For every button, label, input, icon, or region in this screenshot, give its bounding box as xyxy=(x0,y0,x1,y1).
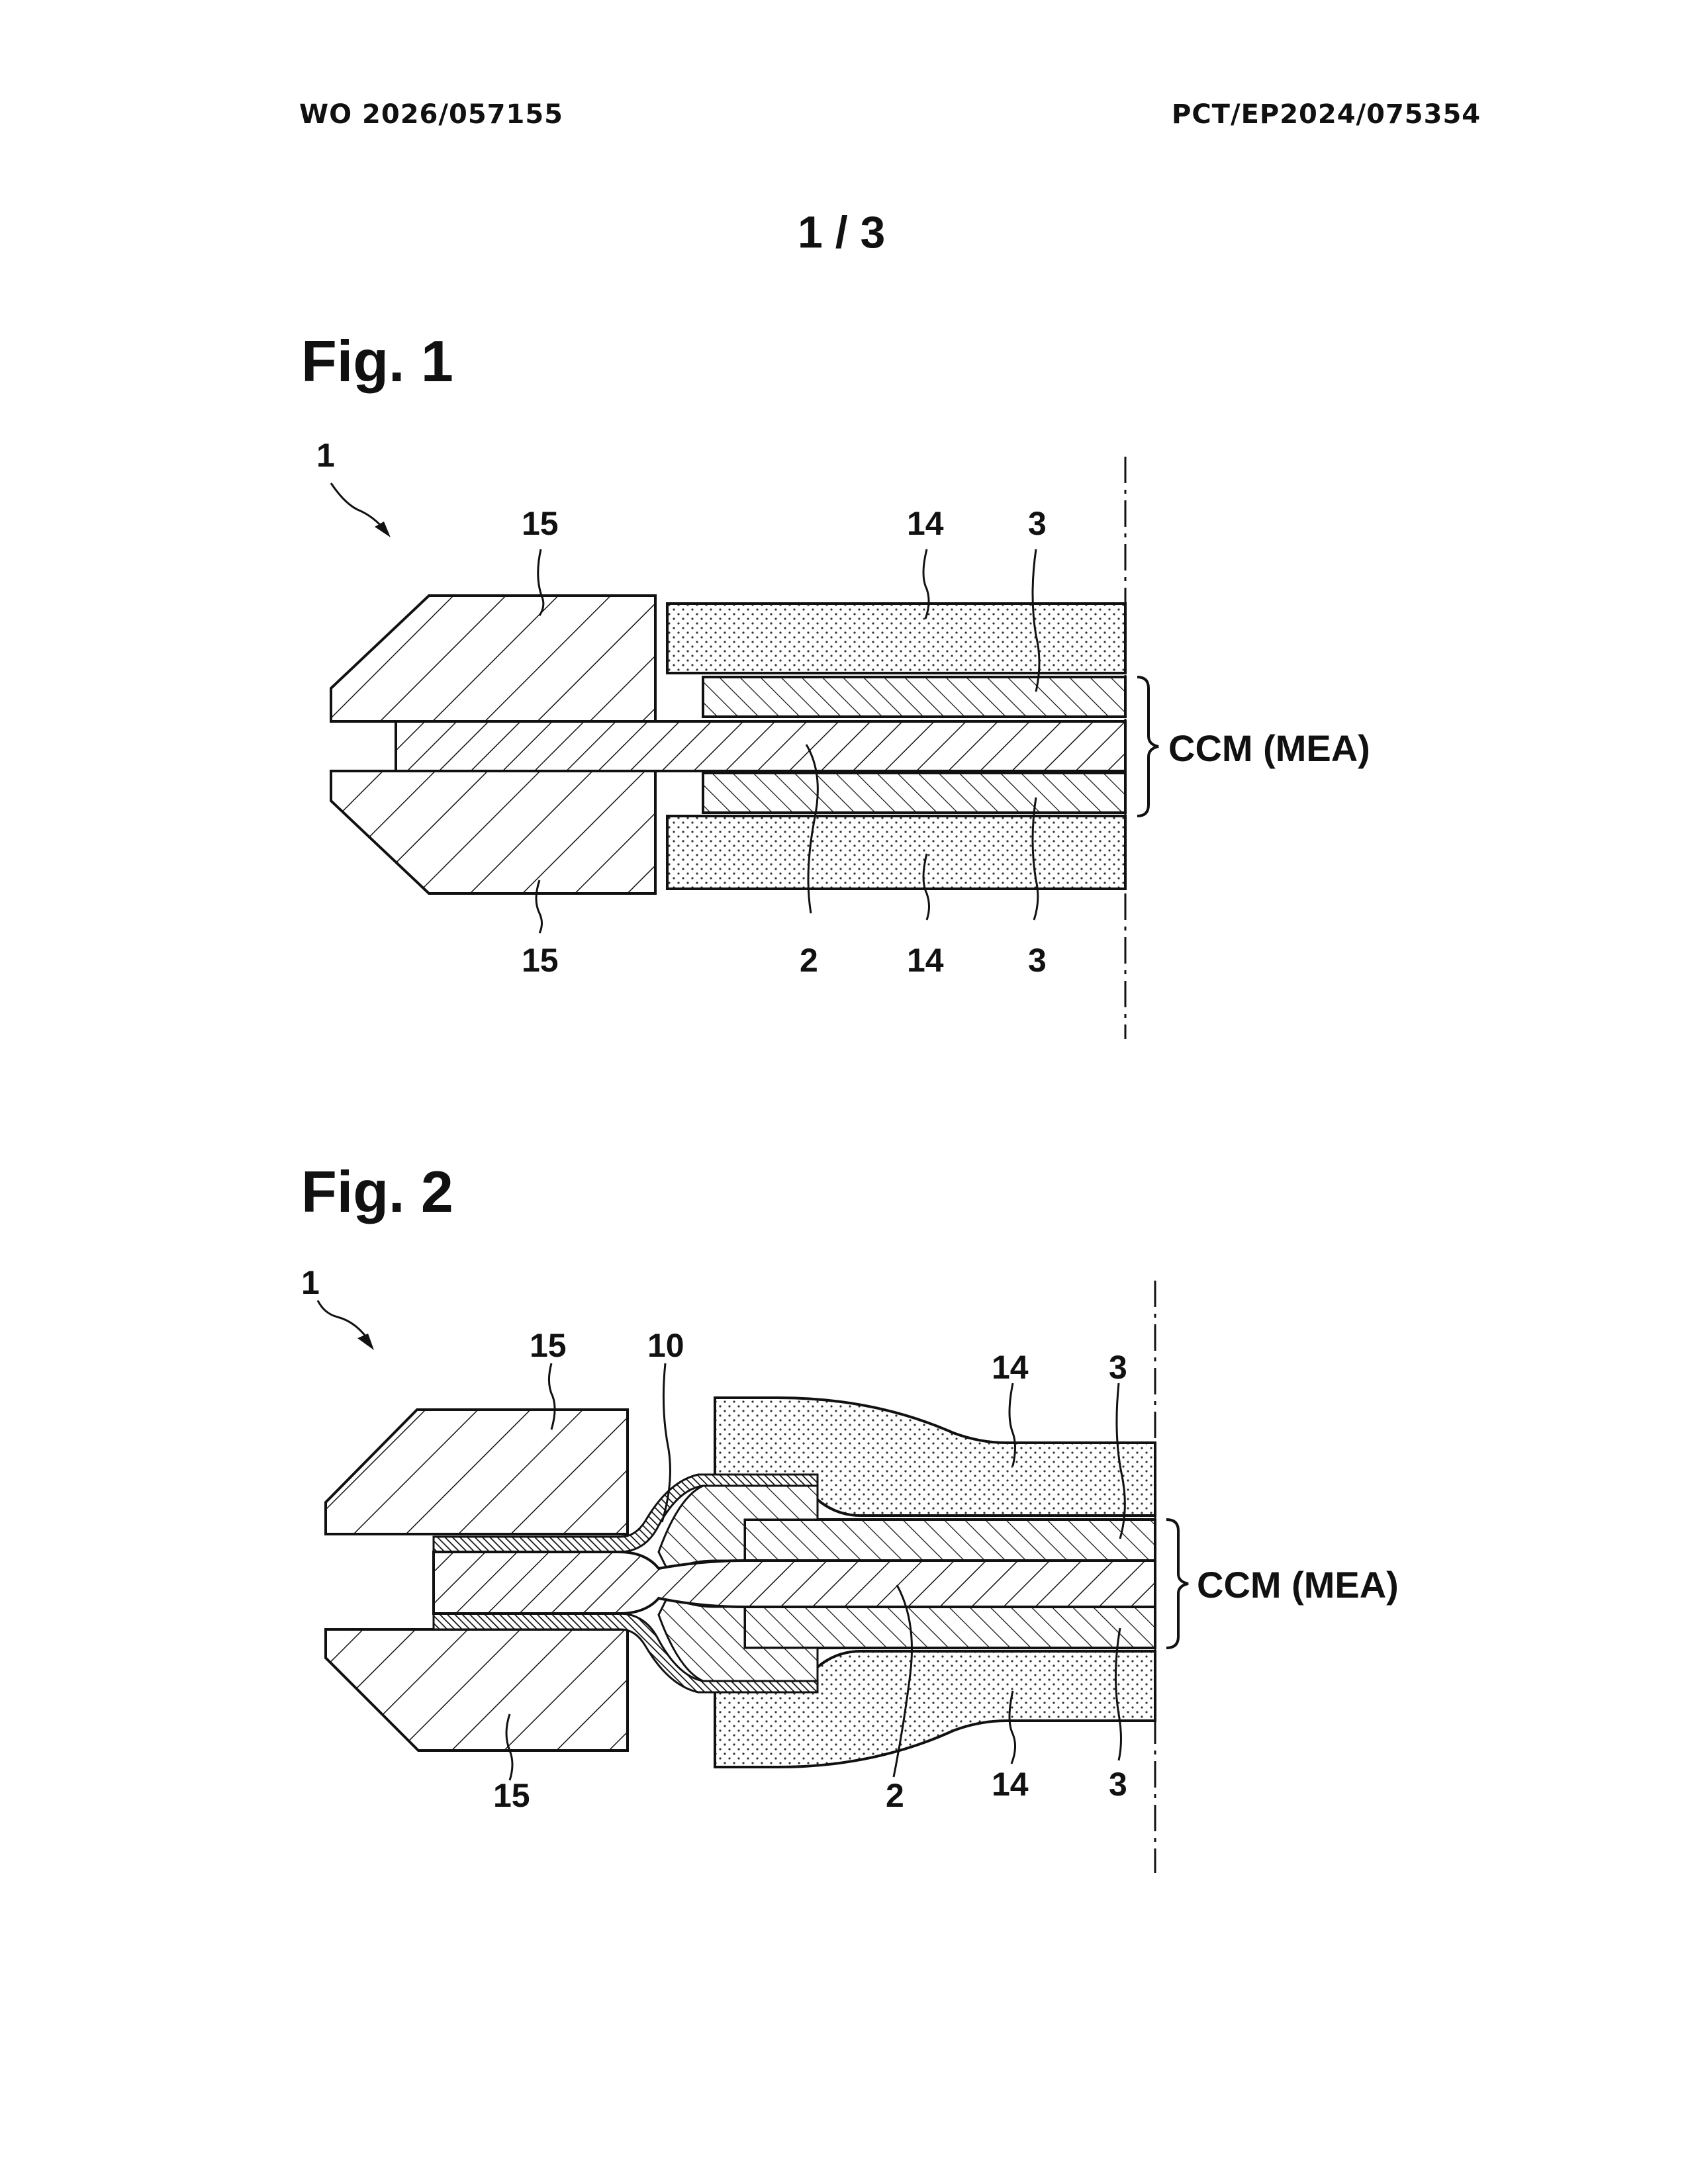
tool-lower xyxy=(326,1629,628,1751)
fig2-ref-assembly: 1 xyxy=(301,1264,320,1301)
publication-number: WO 2026/057155 xyxy=(299,99,563,130)
tool-lower xyxy=(331,771,655,893)
fig1-ref-assembly: 1 xyxy=(316,437,335,474)
fig2-ref-gdl-top: 14 xyxy=(992,1349,1029,1386)
tool-upper xyxy=(326,1410,628,1534)
fig1-ref-membrane: 2 xyxy=(800,942,818,979)
membrane xyxy=(434,1552,1155,1614)
fig1-ref-ccm: CCM (MEA) xyxy=(1168,727,1370,769)
fig2-ref-tool-bottom: 15 xyxy=(493,1777,530,1814)
electrode-lower xyxy=(745,1607,1155,1648)
fig1-drawing: 1 15 14 3 CCM (MEA) 15 2 14 3 xyxy=(0,424,1688,1059)
gdl-lower xyxy=(667,816,1125,889)
fig2-label: Fig. 2 xyxy=(301,1158,453,1226)
fig2-drawing: 1 15 10 14 3 CCM (MEA) 15 2 14 3 xyxy=(0,1244,1688,1906)
fig1-arrowhead xyxy=(375,522,391,537)
ccm-brace xyxy=(1137,677,1158,816)
fig2-ref-electrode-top: 3 xyxy=(1109,1349,1127,1386)
fig2-ref-electrode-bottom: 3 xyxy=(1109,1766,1127,1803)
fig1-ref-tool-bottom: 15 xyxy=(522,942,559,979)
fig1-ref-gdl-bottom: 14 xyxy=(907,942,944,979)
fig2-ref-gdl-bottom: 14 xyxy=(992,1766,1029,1803)
fig1-label: Fig. 1 xyxy=(301,328,453,395)
fig2-ref-seal: 10 xyxy=(647,1327,684,1364)
fig2-ref-ccm: CCM (MEA) xyxy=(1197,1564,1399,1606)
sheet-number: 1 / 3 xyxy=(798,206,885,258)
fig1-ref-electrode-top: 3 xyxy=(1028,505,1047,542)
fig1-ref-tool-top: 15 xyxy=(522,505,559,542)
membrane xyxy=(396,721,1125,771)
electrode-lower xyxy=(703,773,1125,813)
electrode-upper xyxy=(745,1520,1155,1561)
gdl-upper xyxy=(667,604,1125,673)
tool-upper xyxy=(331,596,655,721)
application-number: PCT/EP2024/075354 xyxy=(1172,99,1481,130)
fig1-ref-gdl-top: 14 xyxy=(907,505,944,542)
electrode-upper xyxy=(703,677,1125,717)
fig2-ref-membrane: 2 xyxy=(886,1777,904,1814)
fig1-ref-electrode-bottom: 3 xyxy=(1028,942,1047,979)
fig2-arrowhead xyxy=(357,1334,374,1350)
ccm-brace xyxy=(1166,1520,1188,1648)
fig2-ref-tool-top: 15 xyxy=(530,1327,567,1364)
